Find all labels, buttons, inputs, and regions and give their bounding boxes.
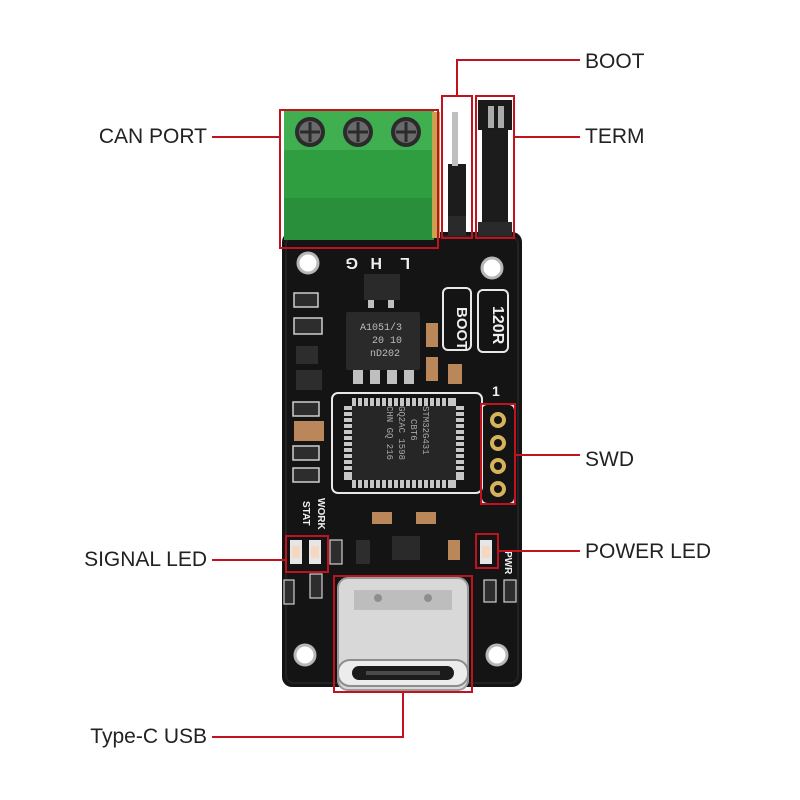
passive-components bbox=[283, 292, 517, 605]
silk-pin-h: H bbox=[370, 254, 382, 271]
power-led bbox=[480, 540, 492, 564]
mcu-text-3: GQ2AC 1598 bbox=[396, 406, 406, 460]
chip-text-1: A1051/3 bbox=[360, 322, 402, 334]
boot-leader bbox=[456, 59, 580, 96]
mcu-text-4: CHN GQ 216 bbox=[384, 406, 394, 460]
term-box bbox=[475, 95, 515, 239]
chip-text-2: 20 10 bbox=[372, 336, 402, 347]
can-port-label: CAN PORT bbox=[98, 125, 207, 148]
signal-led-label: SIGNAL LED bbox=[84, 548, 207, 571]
silkscreen-text: G H L BOOT 120R 1 PWR WORK STAT bbox=[300, 254, 513, 575]
swd-label: SWD bbox=[585, 448, 634, 471]
silk-120r: 120R bbox=[489, 306, 506, 345]
mcu-text-1: STM32G431 bbox=[420, 406, 430, 455]
mcu-text-2: CBT6 bbox=[408, 419, 418, 441]
boot-label: BOOT bbox=[585, 50, 645, 73]
mcu-chip: STM32G431 CBT6 GQ2AC 1598 CHN GQ 216 bbox=[344, 398, 464, 488]
mounting-holes bbox=[293, 251, 509, 667]
swd-header bbox=[484, 407, 512, 501]
silk-pin-one: 1 bbox=[492, 383, 500, 399]
term-header bbox=[478, 100, 512, 236]
silk-pwr: PWR bbox=[502, 551, 513, 575]
term-label: TERM bbox=[585, 125, 645, 148]
signal-led-box bbox=[285, 535, 329, 573]
power-led-label: POWER LED bbox=[585, 540, 712, 563]
regulator-chip bbox=[364, 274, 400, 308]
callout-lines bbox=[212, 59, 580, 738]
silk-pin-l: L bbox=[400, 254, 410, 271]
terminal-block bbox=[284, 110, 440, 240]
can-transceiver-chip: A1051/3 20 10 nD202 bbox=[346, 312, 420, 384]
can-port-box bbox=[279, 109, 439, 249]
chip-text-3: nD202 bbox=[370, 349, 400, 360]
silk-work: WORK bbox=[315, 498, 326, 530]
silk-pin-g: G bbox=[346, 254, 358, 271]
usb-leader bbox=[212, 692, 404, 738]
type-c-usb-label: Type-C USB bbox=[90, 725, 207, 748]
usb-c-connector bbox=[337, 577, 469, 691]
silk-stat: STAT bbox=[300, 501, 311, 526]
signal-leds bbox=[290, 540, 321, 564]
boot-header bbox=[448, 112, 466, 236]
silk-boot: BOOT bbox=[453, 307, 470, 350]
